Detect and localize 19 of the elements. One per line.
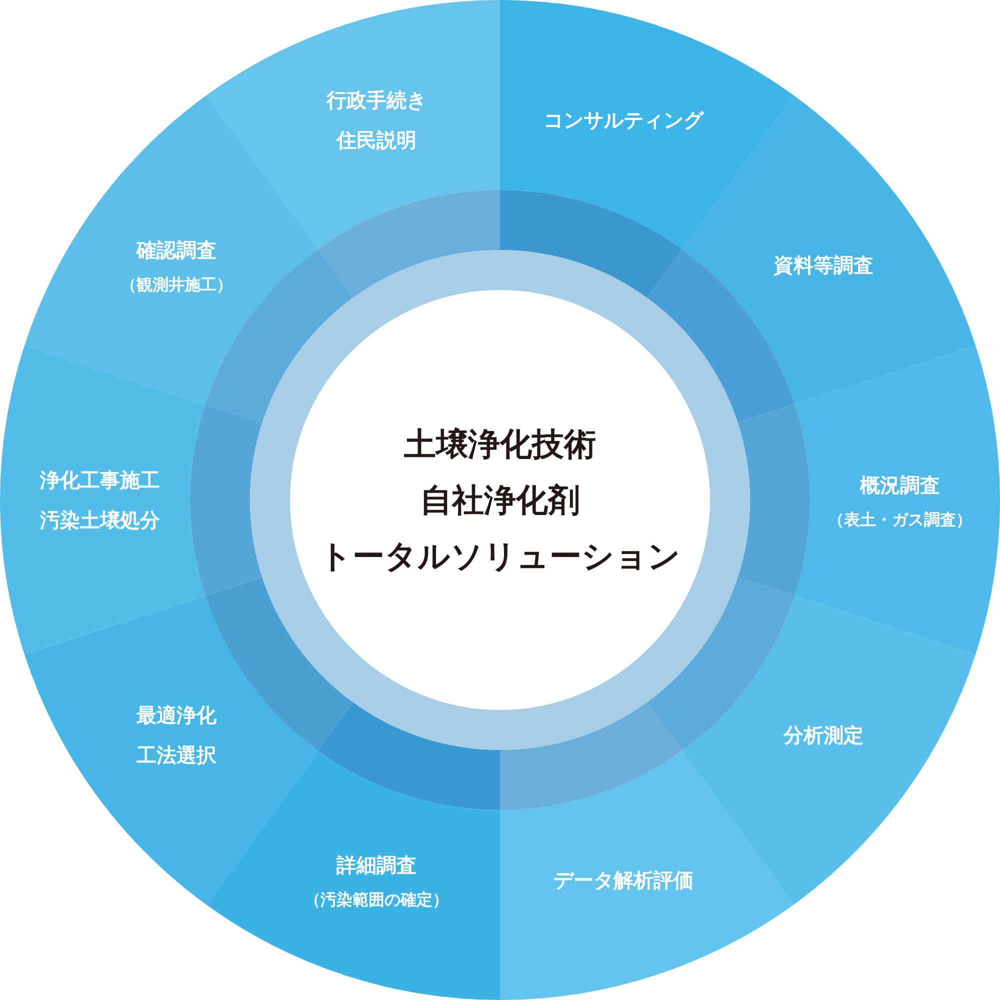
center-title: 土壌浄化技術 (404, 424, 596, 465)
center-title: トータルソリューション (320, 536, 680, 577)
segment-label: 最適浄化 (136, 702, 216, 730)
segment-sublabel: 住民説明 (335, 126, 418, 154)
segment-label: 資料等調査 (774, 252, 874, 279)
segment-sublabel: 汚染土壌処分 (40, 507, 160, 534)
segment-label: 確認調査 (135, 236, 218, 264)
segment-sublabel: （観測井施工） (120, 274, 232, 296)
segment-sublabel: （表土・ガス調査） (828, 509, 972, 531)
segment-label: 詳細調査 (335, 852, 418, 880)
segment-label: 分析測定 (784, 722, 864, 750)
segment-label: コンサルティング (544, 106, 704, 134)
segment-sublabel: （汚染範囲の確定） (304, 889, 448, 912)
segment-label: データ解析評価 (554, 867, 694, 894)
center-title: 自社浄化剤 (420, 480, 580, 521)
segment-label: 浄化工事施工 (40, 467, 160, 494)
segment-label: 行政手続き (326, 86, 426, 114)
segment-label: 概況調査 (858, 472, 941, 499)
segment-sublabel: 工法選択 (136, 742, 216, 770)
